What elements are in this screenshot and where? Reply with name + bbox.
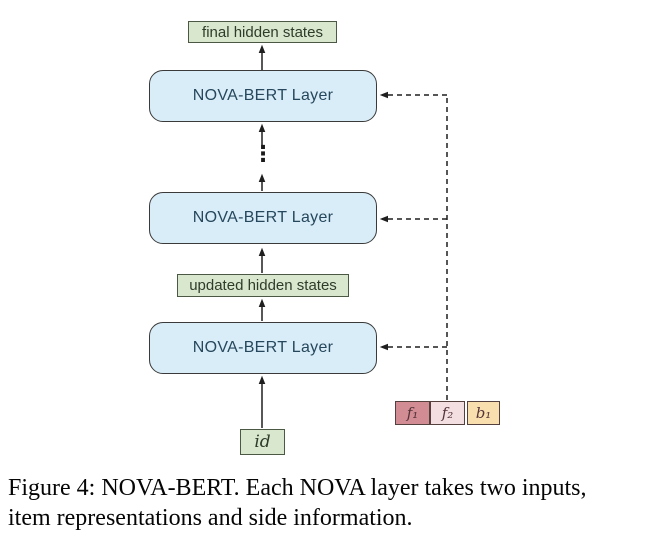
caption-line-1: Figure 4: NOVA-BERT. Each NOVA layer tak…: [8, 475, 587, 501]
arrows-layer: [258, 44, 448, 428]
nova-bert-layer-top: NOVA-BERT Layer: [149, 70, 377, 122]
side-info-arrows: [379, 91, 448, 400]
nova-bert-layer-bottom: NOVA-BERT Layer: [149, 322, 377, 374]
figure-caption: Figure 4: NOVA-BERT. Each NOVA layer tak…: [8, 473, 648, 533]
final-hidden-states-box: final hidden states: [188, 21, 337, 43]
layers-ellipsis: ⋮: [252, 142, 274, 167]
nova-bert-layer-middle: NOVA-BERT Layer: [149, 192, 377, 244]
side-input-b1-cell: b₁: [467, 401, 500, 425]
caption-line-2: item representations and side informatio…: [8, 505, 413, 531]
side-input-f1-cell: f₁: [395, 401, 430, 425]
updated-hidden-states-box: updated hidden states: [177, 274, 349, 297]
id-input-box: id: [240, 429, 285, 455]
side-input-f2-cell: f₂: [430, 401, 465, 425]
